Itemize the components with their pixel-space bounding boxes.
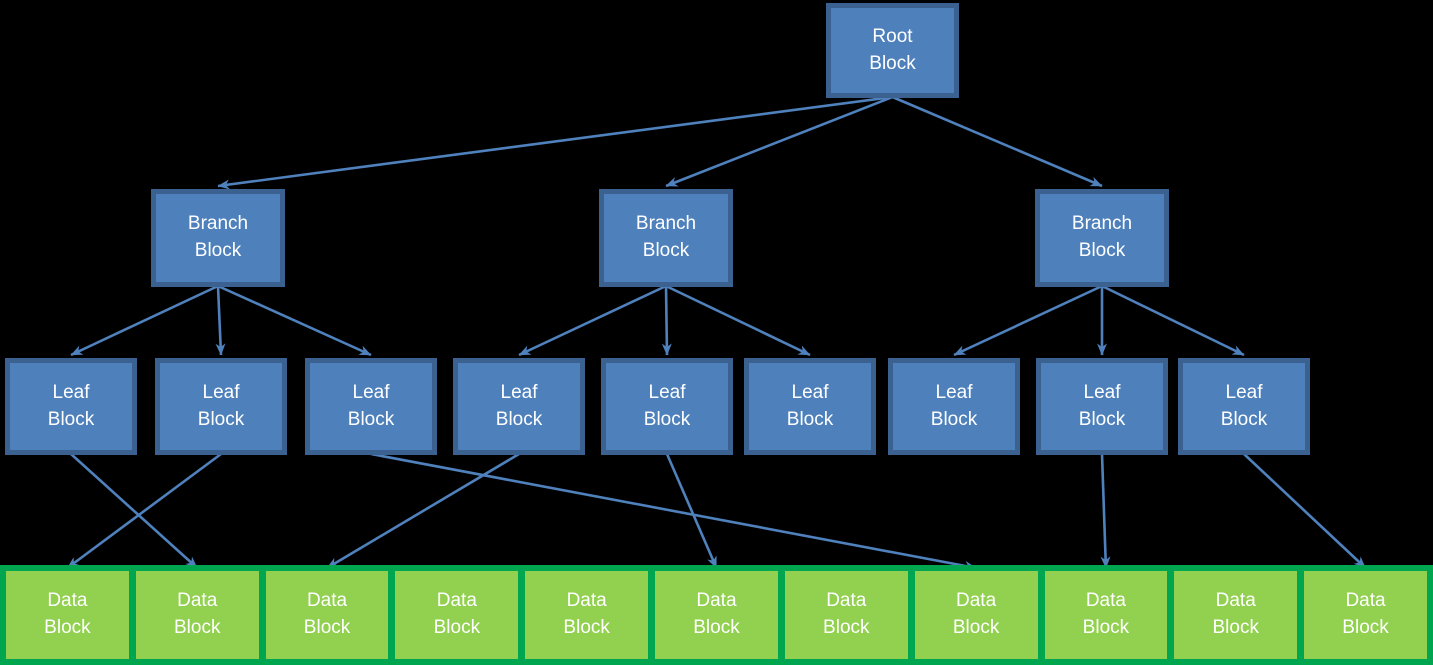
leaf-block-label: Leaf Block [197, 381, 245, 430]
leaf-block-label: Leaf Block [1220, 381, 1268, 430]
edge-arrow-root-to-branch-3 [891, 95, 1103, 188]
leaf-block-label: Leaf Block [930, 381, 978, 430]
leaf-block-9: Leaf Block [1178, 358, 1310, 455]
edge-arrow-leaf-5-to-data-6 [665, 453, 718, 569]
edge-arrow-leaf-2-to-data-1 [66, 452, 222, 570]
root-block: Root Block [826, 3, 959, 98]
edge-arrow-branch-3-to-leaf-7 [953, 284, 1103, 357]
leaf-block-label: Leaf Block [495, 381, 543, 430]
branch-block-3: Branch Block [1035, 189, 1169, 287]
data-block-9: Data Block [1044, 571, 1168, 659]
branch-block-label: Branch Block [187, 213, 249, 261]
leaf-block-label: Leaf Block [1078, 381, 1126, 430]
leaf-block-label: Leaf Block [643, 381, 691, 430]
leaf-block-4: Leaf Block [453, 358, 585, 455]
leaf-block-6: Leaf Block [744, 358, 876, 455]
data-block-label: Data Block [1082, 590, 1130, 638]
data-block-1: Data Block [6, 571, 129, 659]
data-block-2: Data Block [135, 571, 259, 659]
edge-arrow-root-to-branch-2 [665, 95, 893, 188]
edge-arrow-branch-2-to-leaf-5 [661, 285, 672, 356]
data-block-label: Data Block [563, 590, 610, 638]
leaf-block-label: Leaf Block [786, 381, 834, 430]
edge-arrow-branch-3-to-leaf-9 [1101, 284, 1245, 357]
root-block-label: Root Block [869, 25, 916, 74]
data-block-10: Data Block [1174, 571, 1298, 659]
edge-arrow-leaf-4-to-data-3 [326, 452, 520, 570]
edge-arrow-branch-1-to-leaf-1 [70, 284, 219, 357]
edge-arrow-branch-1-to-leaf-3 [217, 284, 372, 357]
edge-arrow-leaf-1-to-data-2 [70, 453, 199, 569]
data-block-label: Data Block [693, 590, 740, 638]
leaf-block-5: Leaf Block [601, 358, 733, 455]
edge-arrow-leaf-8-to-data-9 [1100, 453, 1111, 569]
data-block-label: Data Block [44, 590, 91, 638]
branch-block-1: Branch Block [151, 189, 285, 287]
leaf-block-1: Leaf Block [5, 358, 137, 455]
data-block-row: Data Block Data Block Data Block Data Bl… [0, 565, 1433, 665]
data-block-8: Data Block [914, 571, 1038, 659]
data-block-label: Data Block [1212, 590, 1259, 638]
data-block-label: Data Block [303, 590, 351, 638]
edge-arrow-leaf-3-to-data-8 [370, 452, 977, 571]
leaf-block-label: Leaf Block [347, 381, 395, 430]
branch-block-label: Branch Block [635, 213, 697, 261]
leaf-block-2: Leaf Block [155, 358, 287, 455]
data-block-3: Data Block [265, 571, 389, 659]
branch-block-label: Branch Block [1071, 213, 1133, 261]
edge-arrow-branch-2-to-leaf-6 [665, 284, 811, 357]
edge-arrow-branch-1-to-leaf-2 [215, 285, 226, 356]
leaf-block-3: Leaf Block [305, 358, 437, 455]
data-block-label: Data Block [1342, 590, 1389, 638]
data-block-11: Data Block [1304, 571, 1427, 659]
data-block-5: Data Block [525, 571, 649, 659]
data-block-4: Data Block [395, 571, 519, 659]
data-block-label: Data Block [433, 590, 481, 638]
leaf-block-label: Leaf Block [47, 381, 95, 430]
leaf-block-8: Leaf Block [1036, 358, 1168, 455]
data-block-6: Data Block [655, 571, 778, 659]
branch-block-2: Branch Block [599, 189, 733, 287]
data-block-7: Data Block [784, 571, 908, 659]
data-block-label: Data Block [173, 590, 221, 638]
edge-arrow-leaf-9-to-data-11 [1243, 453, 1367, 569]
data-block-label: Data Block [823, 590, 870, 638]
edge-arrow-root-to-branch-1 [217, 95, 893, 190]
data-block-label: Data Block [952, 590, 1000, 638]
edge-arrow-branch-2-to-leaf-4 [518, 284, 667, 357]
leaf-block-7: Leaf Block [888, 358, 1020, 455]
